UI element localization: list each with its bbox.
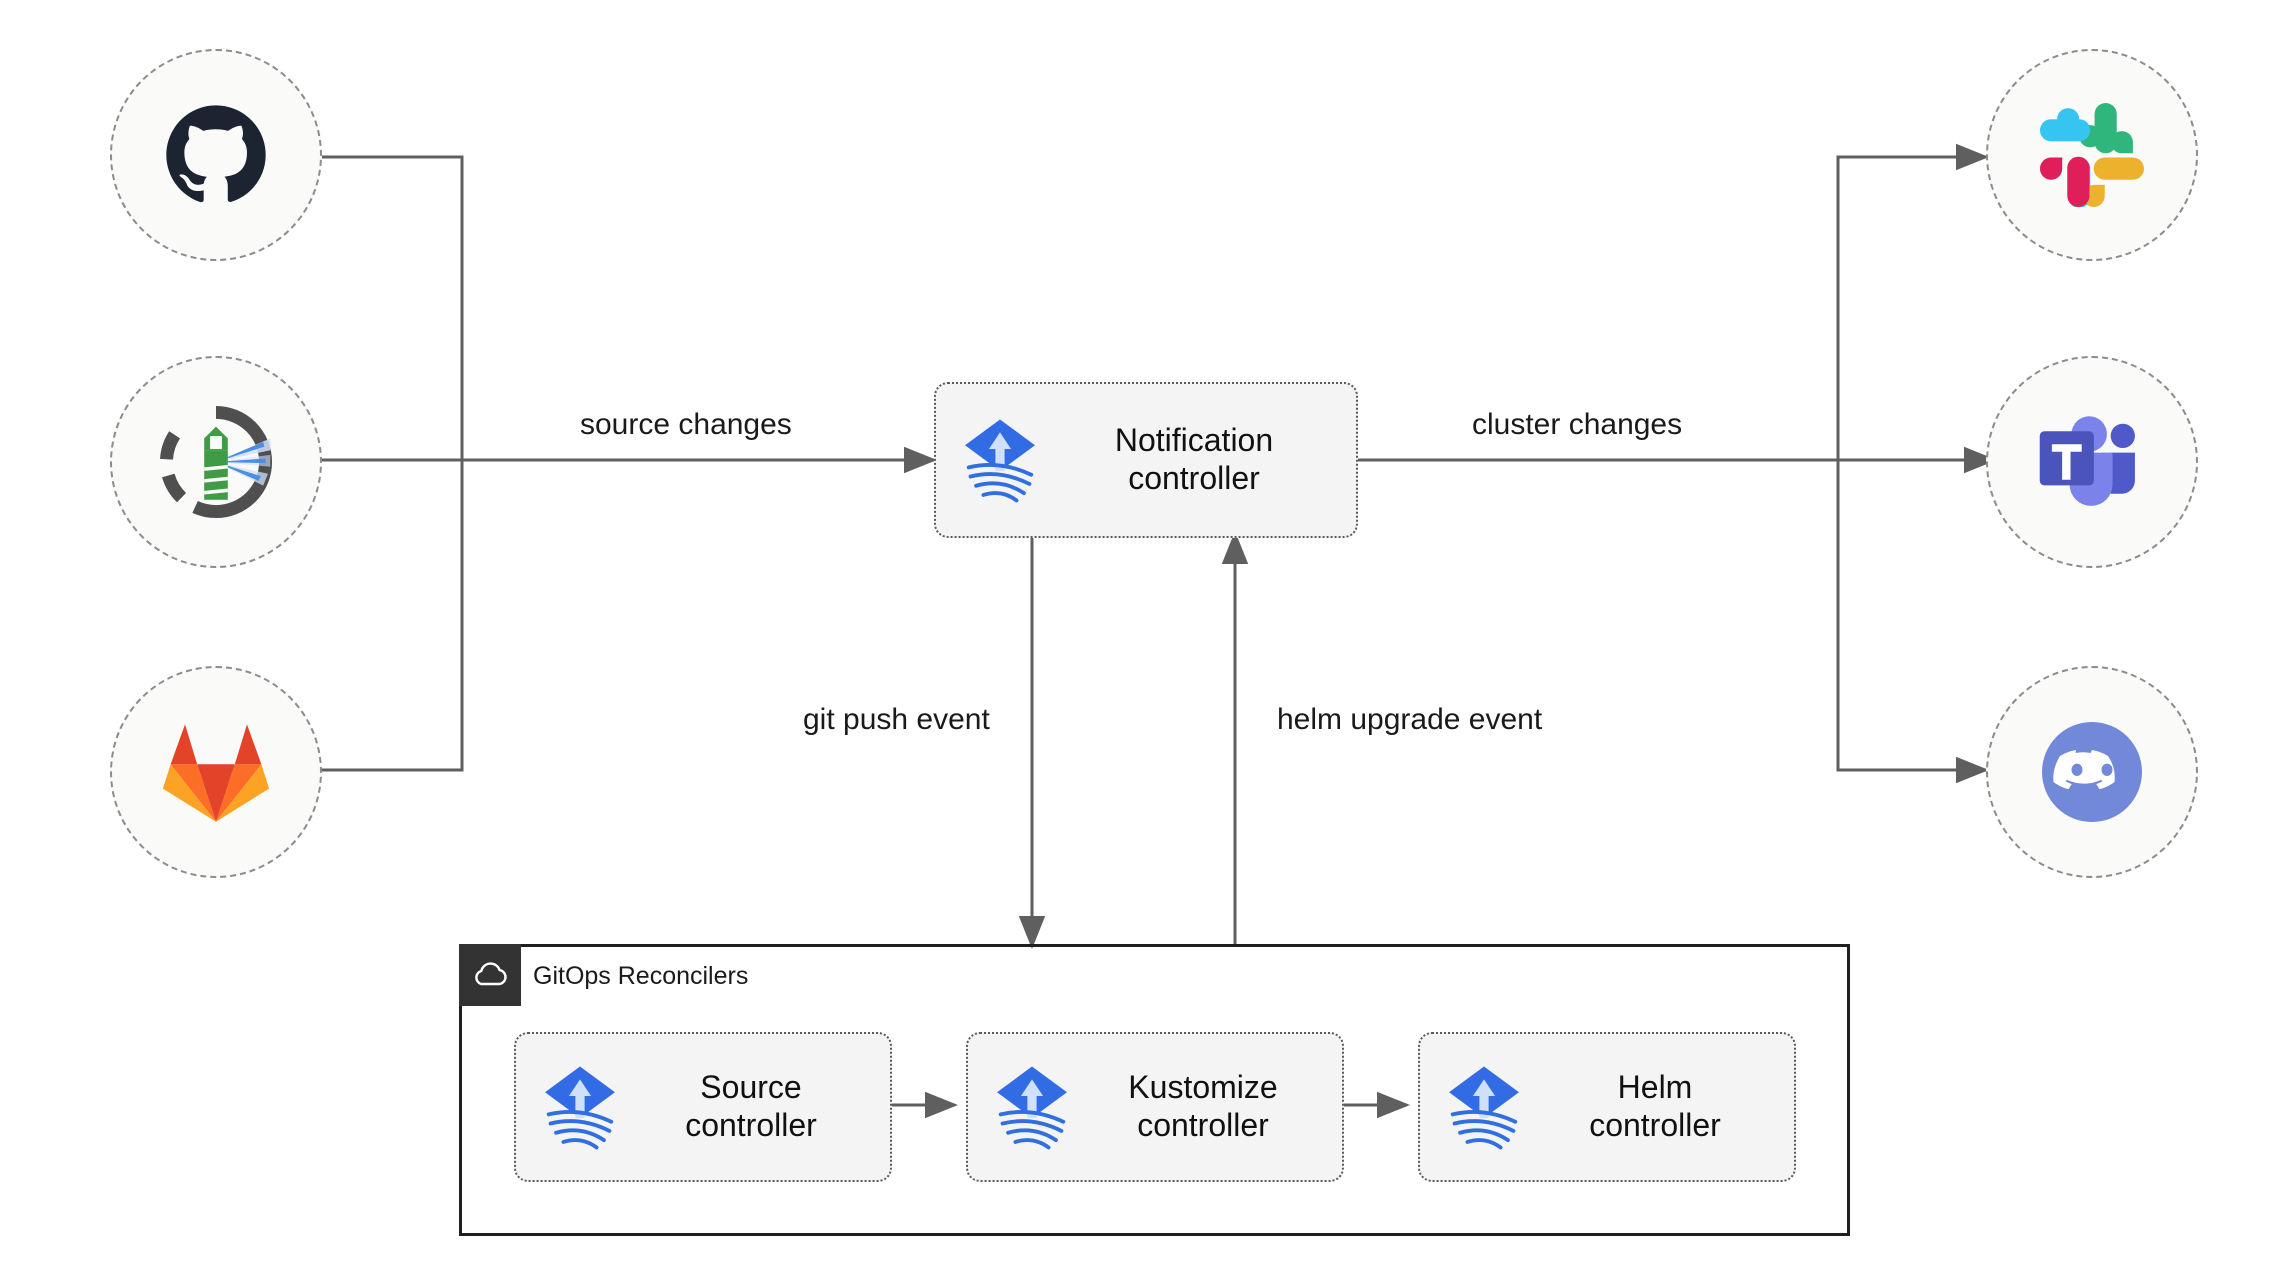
flux-controller-icon: [997, 1066, 1067, 1150]
destination-node-discord[interactable]: [1986, 666, 2198, 878]
helm-controller-line2: controller: [1589, 1107, 1721, 1143]
source-controller-label: Source controller: [626, 1069, 890, 1145]
flux-controller-icon: [965, 419, 1035, 503]
notification-controller-line1: Notification: [1114, 422, 1274, 459]
flux-controller-icon: [1449, 1066, 1519, 1150]
slack-icon: [2040, 103, 2144, 207]
edge-label-helm-upgrade-event: helm upgrade event: [1277, 703, 1543, 736]
edge-trunk-to-slack: [1836, 143, 1989, 460]
notification-controller-label: Notification controller: [1046, 422, 1356, 498]
notification-controller-line2: controller: [1128, 460, 1260, 496]
source-node-github[interactable]: [110, 49, 322, 261]
flux-controller-icon: [545, 1066, 615, 1150]
kustomize-controller-node[interactable]: Kustomize controller: [966, 1032, 1344, 1182]
source-controller-line2: controller: [685, 1107, 817, 1143]
source-node-gitlab[interactable]: [110, 666, 322, 878]
destination-node-slack[interactable]: [1986, 49, 2198, 261]
helm-controller-label: Helm controller: [1530, 1069, 1794, 1145]
helm-controller-node[interactable]: Helm controller: [1418, 1032, 1796, 1182]
destination-node-teams[interactable]: [1986, 356, 2198, 568]
ms-teams-icon: [2039, 416, 2135, 506]
discord-icon: [2042, 722, 2142, 822]
gitlab-icon: [162, 724, 270, 822]
source-controller-node[interactable]: Source controller: [514, 1032, 892, 1182]
source-controller-line1: Source: [700, 1069, 802, 1106]
gitops-reconcilers-tab: [459, 944, 521, 1006]
gitops-reconcilers-title: GitOps Reconcilers: [533, 962, 749, 990]
kustomize-controller-line2: controller: [1137, 1107, 1269, 1143]
flux-lighthouse-icon: [160, 405, 272, 519]
github-icon: [166, 105, 266, 203]
edge-label-cluster-changes: cluster changes: [1472, 408, 1683, 441]
edge-label-git-push-event: git push event: [803, 703, 990, 736]
source-node-flux[interactable]: [110, 356, 322, 568]
kustomize-controller-line1: Kustomize: [1128, 1069, 1278, 1106]
edge-trunk-to-discord: [1836, 460, 1989, 784]
edge-label-source-changes: source changes: [580, 408, 792, 441]
notification-controller-node[interactable]: Notification controller: [934, 382, 1358, 538]
cloud-icon: [475, 962, 507, 986]
kustomize-controller-label: Kustomize controller: [1078, 1069, 1342, 1145]
helm-controller-line1: Helm: [1617, 1069, 1693, 1106]
gitops-reconcilers-group: [459, 944, 1850, 1236]
